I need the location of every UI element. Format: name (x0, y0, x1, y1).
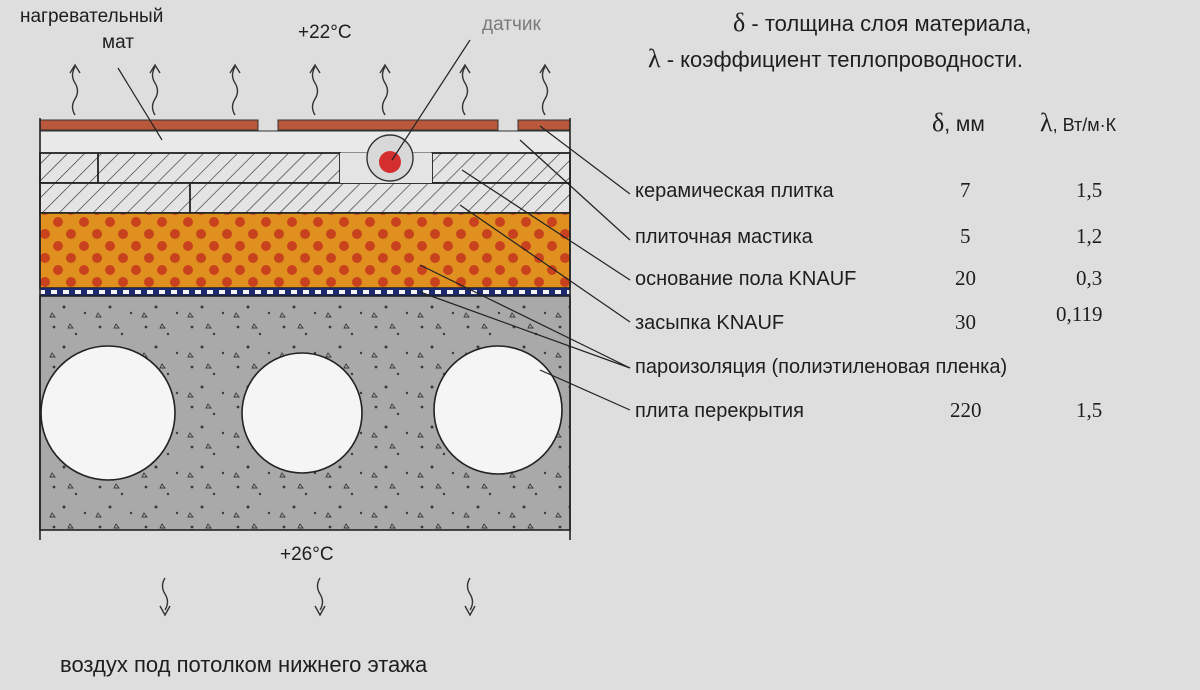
header-lambda-symbol: λ (1040, 108, 1053, 137)
delta-symbol: δ (733, 8, 746, 37)
heating-mat-label-line1: нагревательный (20, 6, 164, 27)
layer-conductivity: 1,2 (1076, 224, 1103, 248)
layer-conductivity: 1,5 (1076, 398, 1103, 422)
layer-thickness: 220 (950, 398, 982, 422)
layer-thickness: 5 (960, 224, 971, 248)
layer-conductivity: 1,5 (1076, 178, 1103, 202)
layer-thickness: 7 (960, 178, 971, 202)
heating-mat-label-line2: мат (102, 32, 134, 53)
heat-down-arrows (159, 577, 476, 617)
knauf-floor-base-layer (39, 152, 571, 214)
layer-name: засыпка KNAUF (635, 312, 785, 334)
sensor-label: датчик (482, 14, 541, 35)
ceramic-tile-layer (39, 119, 571, 131)
layer-name: плиточная мастика (635, 226, 813, 248)
layer-name: керамическая плитка (635, 180, 834, 202)
floor-slab-layer (39, 295, 571, 531)
lambda-symbol: λ (648, 44, 661, 73)
layer-name: плита перекрытия (635, 400, 804, 422)
sensor-tube (340, 134, 432, 183)
knauf-filler-layer (39, 212, 571, 289)
vapor-barrier-layer (40, 288, 570, 296)
layer-conductivity: 0,3 (1076, 266, 1103, 290)
layer-conductivity: 0,119 (1056, 302, 1103, 326)
temperature-top: +22°C (298, 22, 352, 43)
delta-description: - толщина слоя материала, (745, 11, 1032, 36)
header-lambda-unit: , Вт/м·К (1052, 115, 1117, 135)
legend-lambda: λ - коэффициент теплопроводности. (648, 44, 1023, 74)
bottom-caption: воздух под потолком нижнего этажа (60, 652, 428, 677)
layer-name: пароизоляция (полиэтиленовая пленка) (635, 356, 1008, 378)
legend-delta: δ - толщина слоя материала, (733, 8, 1031, 38)
layer-thickness: 30 (955, 310, 976, 334)
leader-lines (117, 39, 631, 411)
tile-adhesive-layer (39, 130, 571, 154)
header-conductivity: λ, Вт/м·К (1040, 108, 1116, 138)
header-delta-symbol: δ (932, 108, 945, 137)
layer-name: основание пола KNAUF (635, 268, 857, 290)
heat-up-arrows (69, 63, 551, 116)
header-delta-unit: , мм (944, 113, 985, 136)
header-thickness: δ, мм (932, 108, 985, 138)
section-boundaries (39, 118, 571, 540)
lambda-description: - коэффициент теплопроводности. (660, 47, 1024, 72)
layer-thickness: 20 (955, 266, 976, 290)
temperature-bottom: +26°C (280, 544, 334, 565)
